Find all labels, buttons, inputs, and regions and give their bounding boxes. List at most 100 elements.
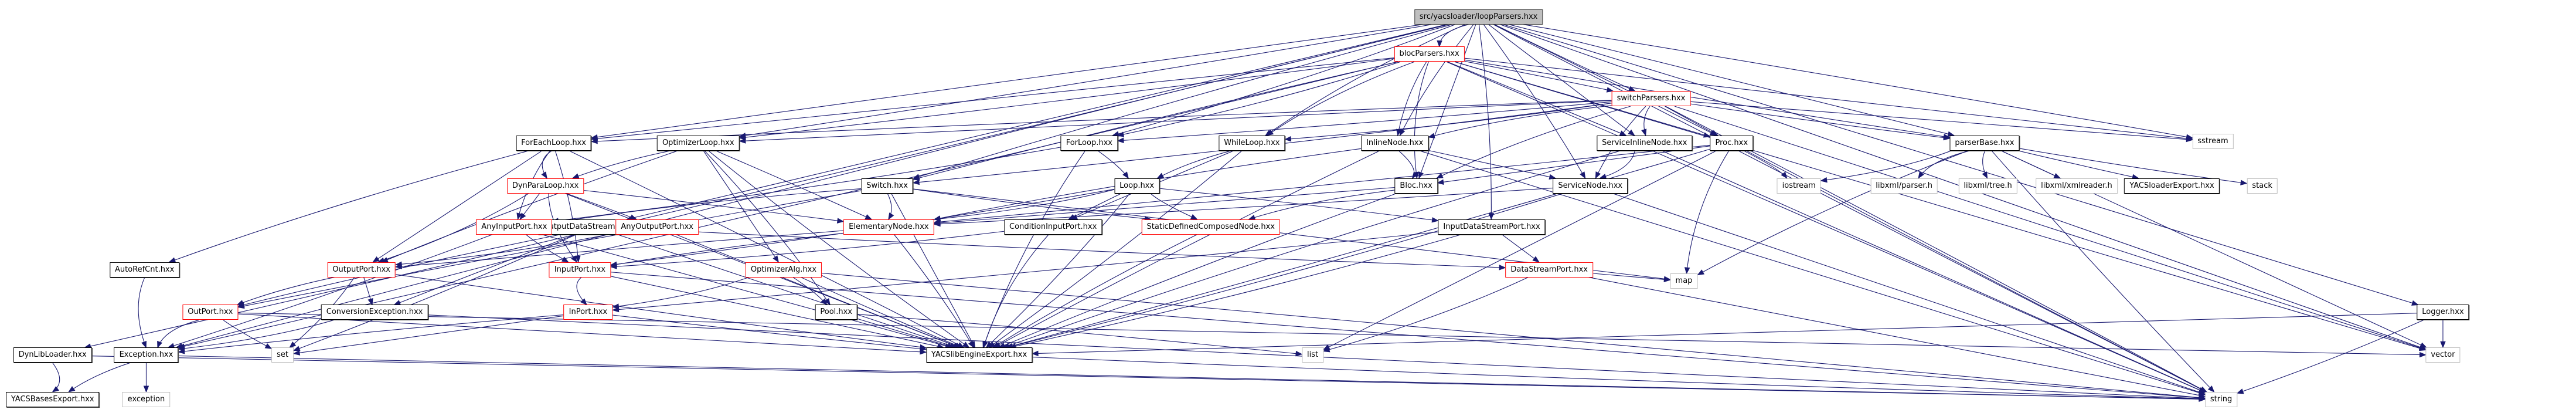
node-exception[interactable]: exception xyxy=(122,391,171,407)
arrowhead-icon xyxy=(289,341,297,349)
node-exception[interactable]: Exception.hxx xyxy=(114,347,179,363)
edge-OutputPort-to-YACSlibEngineExport xyxy=(396,274,927,349)
node-loop[interactable]: Loop.hxx xyxy=(1114,178,1160,194)
arrowhead-icon xyxy=(590,138,598,144)
arrowhead-icon xyxy=(1499,265,1506,270)
node-yacsbases-export[interactable]: YACSBasesExport.hxx xyxy=(5,391,100,407)
node-dyn-para-loop[interactable]: DynParaLoop.hxx xyxy=(506,178,584,194)
node-condition-input-port[interactable]: ConditionInputPort.hxx xyxy=(1004,219,1102,235)
node-elementary-node[interactable]: ElementaryNode.hxx xyxy=(843,219,934,235)
edge-InputDataStreamPort-to-InPort xyxy=(612,231,1438,311)
edge-switchParsers-to-sstream xyxy=(1690,101,2193,140)
node-service-node[interactable]: ServiceNode.hxx xyxy=(1553,178,1628,194)
node-output-port[interactable]: OutputPort.hxx xyxy=(327,262,396,278)
node-switch-parsers[interactable]: switchParsers.hxx xyxy=(1611,91,1691,107)
edge-WhileLoop-to-YACSlibEngineExport xyxy=(988,150,1243,348)
node-for-loop[interactable]: ForLoop.hxx xyxy=(1060,135,1118,151)
arrowhead-icon xyxy=(1711,130,1719,136)
edge-blocParsers-to-ForLoop xyxy=(1117,61,1400,136)
node-any-output-port[interactable]: AnyOutputPort.hxx xyxy=(615,219,699,235)
arrowhead-icon xyxy=(955,342,963,348)
node-data-stream-port[interactable]: DataStreamPort.hxx xyxy=(1505,262,1593,278)
edge-loopParsers-to-ServiceNode xyxy=(1483,24,1586,178)
edge-InPort-to-YACSlibEngineExport xyxy=(612,314,927,350)
edge-OutputDataStreamPort-to-DataStreamPort xyxy=(652,229,1506,268)
arrowhead-icon xyxy=(141,340,147,349)
arrowhead-icon xyxy=(1431,217,1439,223)
arrowhead-icon xyxy=(1117,137,1124,143)
node-in-port[interactable]: InPort.hxx xyxy=(563,305,613,320)
node-out-port[interactable]: OutPort.hxx xyxy=(182,305,239,320)
arrowhead-icon xyxy=(2419,351,2427,358)
edge-OutputDataStreamPort-to-YACSlibEngineExport xyxy=(617,234,957,348)
edge-OptimizerLoop-to-YACSlibEngineExport xyxy=(708,150,969,348)
edge-WhileLoop-to-Loop xyxy=(1157,150,1231,179)
arrowhead-icon xyxy=(580,298,587,306)
node-logger[interactable]: Logger.hxx xyxy=(2417,305,2469,320)
node-string[interactable]: string xyxy=(2204,391,2238,407)
node-static-defined-composed-node[interactable]: StaticDefinedComposedNode.hxx xyxy=(1141,219,1280,235)
node-bloc[interactable]: Bloc.hxx xyxy=(1394,178,1438,194)
node-yacslib-engine-export[interactable]: YACSlibEngineExport.hxx xyxy=(925,347,1033,363)
edge-blocParsers-to-vector xyxy=(1455,61,2426,351)
node-proc[interactable]: Proc.hxx xyxy=(1710,135,1754,151)
edge-DynParaLoop-to-AnyOutputPort xyxy=(566,193,637,220)
arrowhead-icon xyxy=(575,255,581,263)
edge-InlineNode-to-Bloc xyxy=(1398,150,1415,178)
edge-ElementaryNode-to-OutputPort xyxy=(396,230,843,268)
arrowhead-icon xyxy=(516,212,522,221)
node-dyn-lib-loader[interactable]: DynLibLoader.hxx xyxy=(13,347,92,363)
node-yacsloader-export[interactable]: YACSloaderExport.hxx xyxy=(2124,178,2220,194)
edge-ForEachLoop-to-OutputPort xyxy=(373,150,543,263)
node-auto-ref-cnt[interactable]: AutoRefCnt.hxx xyxy=(109,262,180,278)
node-optimizer-alg[interactable]: OptimizerAlg.hxx xyxy=(745,262,822,278)
node-iostream[interactable]: iostream xyxy=(1777,178,1821,194)
arrowhead-icon xyxy=(157,340,163,349)
arrowhead-icon xyxy=(992,341,1000,349)
arrowhead-icon xyxy=(571,255,577,263)
arrowhead-icon xyxy=(824,298,831,306)
node-stack[interactable]: stack xyxy=(2247,178,2278,194)
node-list[interactable]: list xyxy=(1301,347,1324,363)
node-conversion-exception[interactable]: ConversionException.hxx xyxy=(321,305,428,320)
edge-ServiceInlineNode-to-ServiceNode xyxy=(1600,150,1635,179)
arrowhead-icon xyxy=(1322,347,1330,353)
arrowhead-icon xyxy=(1606,87,1614,93)
node-vector[interactable]: vector xyxy=(2425,347,2461,363)
node-libxml-tree[interactable]: libxml/tree.h xyxy=(1958,178,2017,194)
node-while-loop[interactable]: WhileLoop.hxx xyxy=(1219,135,1285,151)
node-map[interactable]: map xyxy=(1670,273,1698,289)
node-parser-base[interactable]: parserBase.hxx xyxy=(1949,135,2020,151)
node-switch[interactable]: Switch.hxx xyxy=(861,178,913,194)
edge-blocParsers-to-parserBase xyxy=(1464,59,1950,138)
node-for-each-loop[interactable]: ForEachLoop.hxx xyxy=(516,135,591,151)
node-input-data-stream-port[interactable]: InputDataStreamPort.hxx xyxy=(1438,219,1546,235)
node-bloc-parsers[interactable]: blocParsers.hxx xyxy=(1394,46,1465,62)
edge-Loop-to-YACSlibEngineExport xyxy=(986,193,1130,348)
edge-Loop-to-InputDataStreamPort xyxy=(1159,188,1438,221)
arrowhead-icon xyxy=(912,175,920,181)
edge-ServiceInlineNode-to-YACSlibEngineExport xyxy=(1003,150,1621,348)
edge-OptimizerLoop-to-OutputPort xyxy=(382,150,678,263)
edge-blocParsers-to-OptimizerLoop xyxy=(739,58,1394,138)
node-inline-node[interactable]: InlineNode.hxx xyxy=(1361,135,1429,151)
edge-ForLoop-to-AnyInputPort xyxy=(552,147,1061,222)
node-sstream[interactable]: sstream xyxy=(2192,134,2234,149)
edge-Proc-to-list xyxy=(1323,150,1717,350)
node-input-port[interactable]: InputPort.hxx xyxy=(549,262,611,278)
node-service-inline-node[interactable]: ServiceInlineNode.hxx xyxy=(1597,135,1693,151)
edge-YACSlibEngineExport-to-string xyxy=(1032,356,2206,400)
node-loop-parsers[interactable]: src/yacsloader/loopParsers.hxx xyxy=(1414,9,1543,25)
node-any-input-port[interactable]: AnyInputPort.hxx xyxy=(476,219,553,235)
arrowhead-icon xyxy=(2236,388,2244,394)
node-libxml-xmlreader[interactable]: libxml/xmlreader.h xyxy=(2036,178,2118,194)
edge-OutputDataStreamPort-to-ConversionException xyxy=(394,234,576,305)
arrowhead-icon xyxy=(1031,350,1039,357)
edge-OptimizerAlg-to-YACSlibEngineExport xyxy=(801,277,962,348)
arrowhead-icon xyxy=(1781,171,1788,179)
node-libxml-parser[interactable]: libxml/parser.h xyxy=(1870,178,1938,194)
node-pool[interactable]: Pool.hxx xyxy=(815,305,858,320)
node-set[interactable]: set xyxy=(271,347,294,363)
node-optimizer-loop[interactable]: OptimizerLoop.hxx xyxy=(656,135,740,151)
